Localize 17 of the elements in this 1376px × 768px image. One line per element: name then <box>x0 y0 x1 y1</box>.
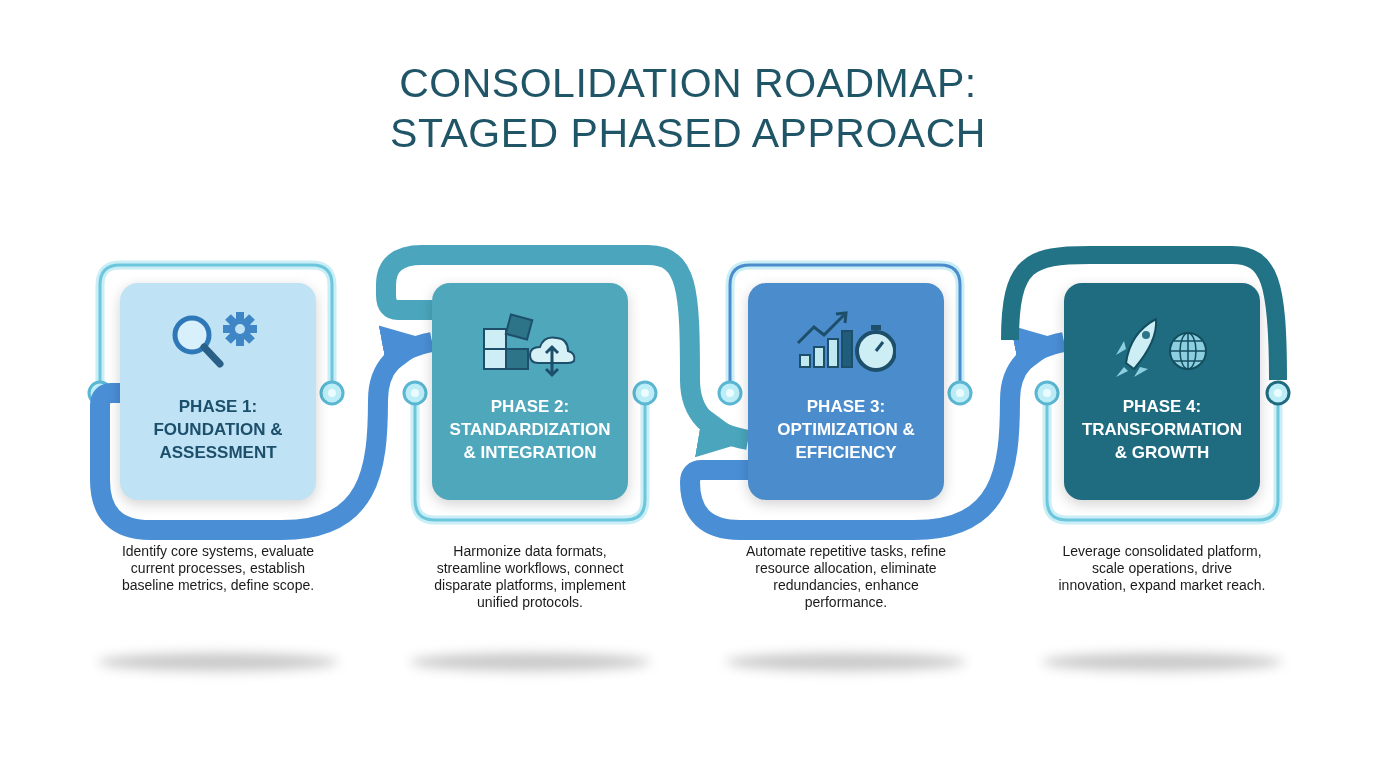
phase-title: OPTIMIZATION & EFFICIENCY <box>776 419 916 464</box>
phase-title: FOUNDATION & ASSESSMENT <box>152 419 284 464</box>
phase-title: PHASE 2: <box>489 396 571 418</box>
phase-title: PHASE 1: <box>177 396 259 418</box>
phase-title: STANDARDIZATION & INTEGRATION <box>448 419 612 464</box>
diagram-title: CONSOLIDATION ROADMAP: STAGED PHASED APPROACH <box>389 59 987 158</box>
phase-title: TRANSFORMATION & GROWTH <box>1080 419 1244 464</box>
phase-title: PHASE 3: <box>805 396 887 418</box>
phase-card <box>748 283 944 500</box>
phase-description: Leverage consolidated platform, scale operations, drive innovation, expand market reach. <box>1057 543 1267 594</box>
phase-title: PHASE 4: <box>1121 396 1203 418</box>
phase-description: Identify core systems, evaluate current processes, establish baseline metrics, define scope. <box>120 543 316 594</box>
phase-card <box>432 283 628 500</box>
phase-description: Automate repetitive tasks, refine resource allocation, eliminate redundancies, enhance performance. <box>745 543 947 611</box>
phase-description: Harmonize data formats, streamline workflows, connect disparate platforms, implement unified protocols. <box>433 543 627 611</box>
phase-card <box>1064 283 1260 500</box>
phase-card <box>120 283 316 500</box>
